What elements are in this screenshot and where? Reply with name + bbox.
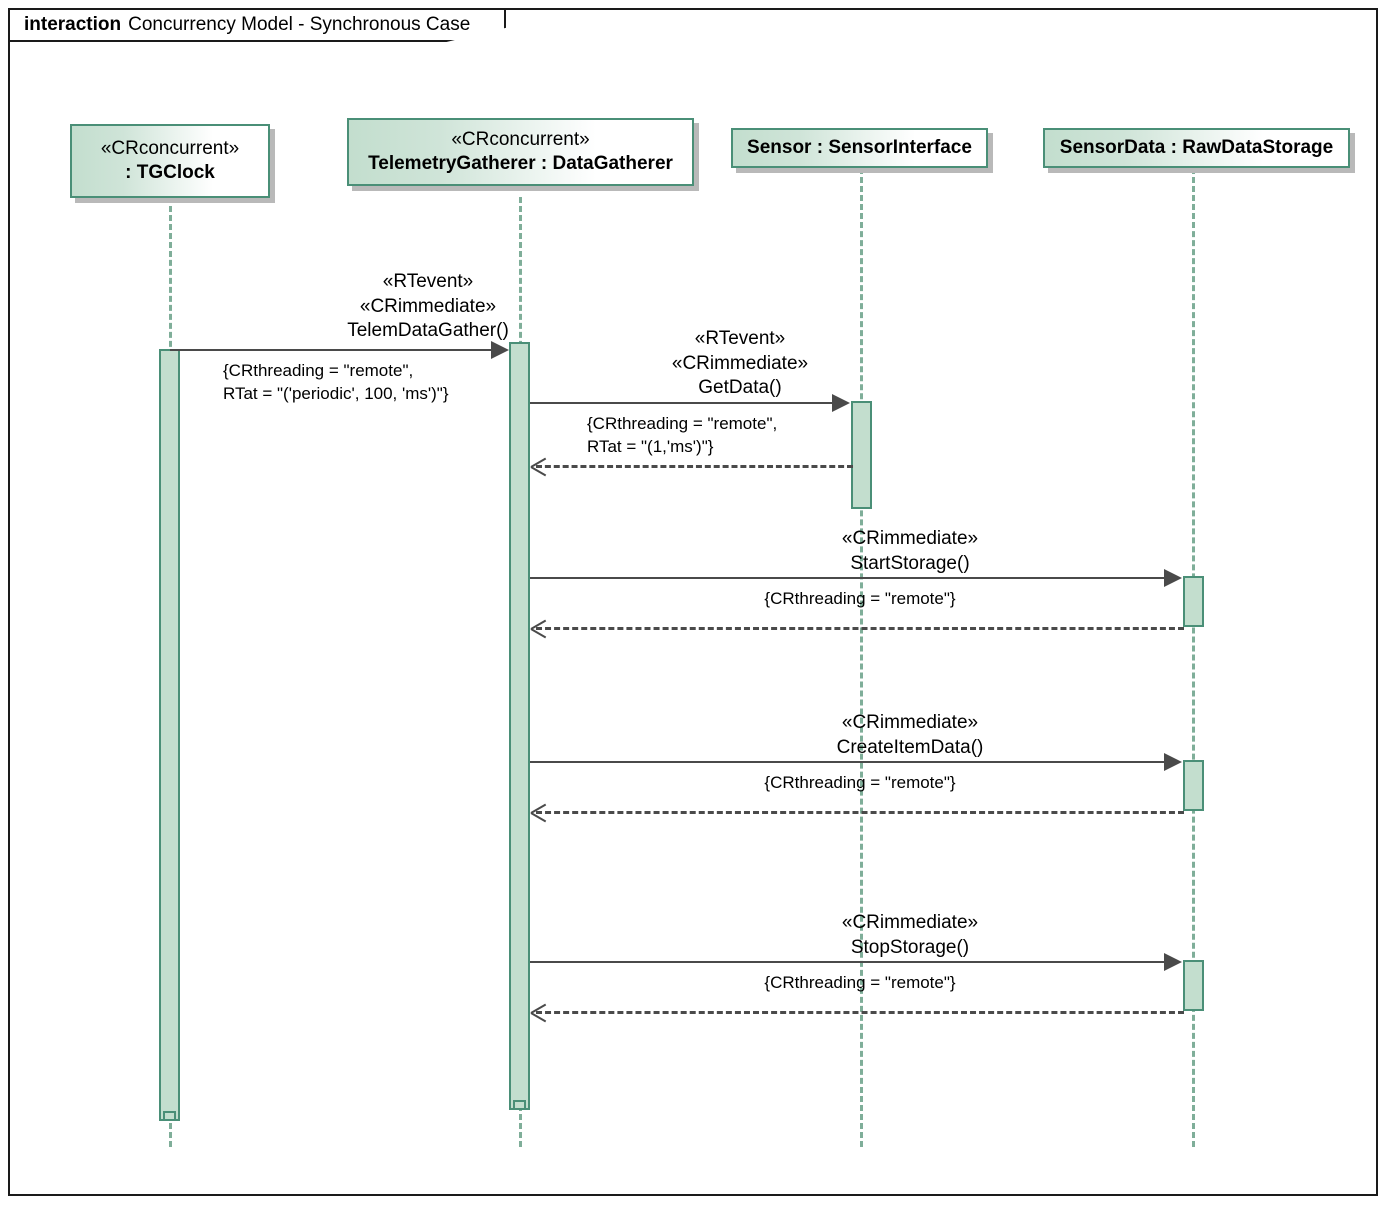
- message-operation-get-data: GetData(): [698, 377, 782, 399]
- message-stereotype-crimmediate-5: «CRimmediate»: [841, 912, 979, 933]
- message-operation-create-item-data: CreateItemData(): [836, 736, 984, 758]
- arrowhead-create-item-data: [1164, 753, 1182, 771]
- message-label-telem-data-gather: «RTevent» «CRimmediate» TelemDataGather(…: [178, 270, 678, 344]
- message-arrow-start-storage[interactable]: [530, 577, 1165, 579]
- lifeline-name-sensordata: SensorData : RawDataStorage: [1059, 137, 1334, 159]
- activation-bar-tgclock: [159, 349, 180, 1121]
- arrowhead-get-data: [832, 394, 850, 412]
- message-constraint-start-storage: {CRthreading = "remote"}: [660, 588, 1060, 611]
- lifeline-head-sensor[interactable]: Sensor : SensorInterface: [731, 128, 988, 168]
- message-constraint-create-item-data: {CRthreading = "remote"}: [660, 772, 1060, 795]
- constraint-line-1: {CRthreading = "remote"}: [764, 773, 956, 792]
- frame-keyword: interaction: [24, 14, 122, 35]
- frame-title-tab: interaction Concurrency Model - Synchron…: [8, 8, 507, 42]
- message-return-get-data[interactable]: [536, 465, 853, 468]
- arrowhead-start-storage: [1164, 569, 1182, 587]
- message-arrow-create-item-data[interactable]: [530, 761, 1165, 763]
- lifeline-head-tgclock[interactable]: «CRconcurrent» : TGClock: [70, 124, 270, 198]
- message-constraint-telem-data-gather: {CRthreading = "remote", RTat = "('perio…: [223, 360, 449, 406]
- message-label-create-item-data: «CRimmediate» CreateItemData(): [660, 711, 1160, 760]
- message-label-start-storage: «CRimmediate» StartStorage(): [660, 527, 1160, 576]
- lifeline-sensor: [860, 168, 863, 1147]
- message-stereotype-crimmediate-1: «CRimmediate»: [359, 295, 497, 317]
- lifeline-stereotype-gatherer: «CRconcurrent»: [451, 129, 590, 151]
- message-operation-start-storage: StartStorage(): [850, 552, 970, 574]
- message-stereotype-rtevent-1: «RTevent»: [382, 271, 474, 292]
- constraint-line-1: {CRthreading = "remote"}: [764, 589, 956, 608]
- lifeline-head-sensordata[interactable]: SensorData : RawDataStorage: [1043, 128, 1350, 168]
- constraint-line-2: RTat = "('periodic', 100, 'ms')"}: [223, 383, 449, 403]
- activation-tail-gatherer: [513, 1100, 526, 1110]
- message-return-stop-storage[interactable]: [536, 1011, 1184, 1014]
- activation-bar-gatherer: [509, 342, 530, 1110]
- arrowhead-stop-storage: [1164, 953, 1182, 971]
- message-arrow-telem-data-gather[interactable]: [170, 349, 492, 351]
- activation-bar-sensordata-stop: [1183, 960, 1204, 1011]
- message-stereotype-crimmediate-4: «CRimmediate»: [841, 712, 979, 733]
- arrowhead-return-get-data: [531, 457, 547, 475]
- constraint-line-2: RTat = "(1,'ms')"}: [587, 436, 714, 456]
- lifeline-name-gatherer: TelemetryGatherer : DataGatherer: [368, 153, 673, 174]
- lifeline-stereotype-tgclock: «CRconcurrent»: [100, 138, 240, 160]
- constraint-line-1: {CRthreading = "remote",: [223, 361, 414, 380]
- lifeline-name-sensor: Sensor : SensorInterface: [747, 137, 972, 159]
- message-arrow-stop-storage[interactable]: [530, 961, 1165, 963]
- arrowhead-telem-data-gather: [491, 341, 509, 359]
- message-label-stop-storage: «CRimmediate» StopStorage(): [660, 911, 1160, 960]
- lifeline-head-gatherer[interactable]: «CRconcurrent» TelemetryGatherer : DataG…: [347, 118, 694, 186]
- message-operation-stop-storage: StopStorage(): [850, 936, 970, 958]
- message-stereotype-crimmediate-2: «CRimmediate»: [671, 352, 809, 374]
- activation-bar-sensor: [851, 401, 872, 509]
- activation-tail-tgclock: [163, 1111, 176, 1121]
- message-arrow-get-data[interactable]: [530, 402, 833, 404]
- message-constraint-stop-storage: {CRthreading = "remote"}: [660, 972, 1060, 995]
- activation-bar-sensordata-start: [1183, 576, 1204, 627]
- message-stereotype-rtevent-2: «RTevent»: [694, 328, 786, 349]
- constraint-line-1: {CRthreading = "remote",: [587, 414, 778, 433]
- message-return-start-storage[interactable]: [536, 627, 1184, 630]
- message-stereotype-crimmediate-3: «CRimmediate»: [841, 528, 979, 549]
- arrowhead-return-start-storage: [531, 619, 547, 637]
- frame-title: Concurrency Model - Synchronous Case: [128, 14, 471, 35]
- arrowhead-return-stop-storage: [531, 1003, 547, 1021]
- message-constraint-get-data: {CRthreading = "remote", RTat = "(1,'ms'…: [587, 413, 777, 459]
- activation-bar-sensordata-create: [1183, 760, 1204, 811]
- lifeline-name-tgclock: : TGClock: [125, 162, 215, 183]
- constraint-line-1: {CRthreading = "remote"}: [764, 973, 956, 992]
- interaction-frame: [8, 8, 1378, 1196]
- message-label-get-data: «RTevent» «CRimmediate» GetData(): [540, 327, 940, 401]
- lifeline-sensordata: [1192, 168, 1195, 1147]
- message-operation-telem-data-gather: TelemDataGather(): [347, 320, 509, 342]
- arrowhead-return-create-item-data: [531, 803, 547, 821]
- message-return-create-item-data[interactable]: [536, 811, 1184, 814]
